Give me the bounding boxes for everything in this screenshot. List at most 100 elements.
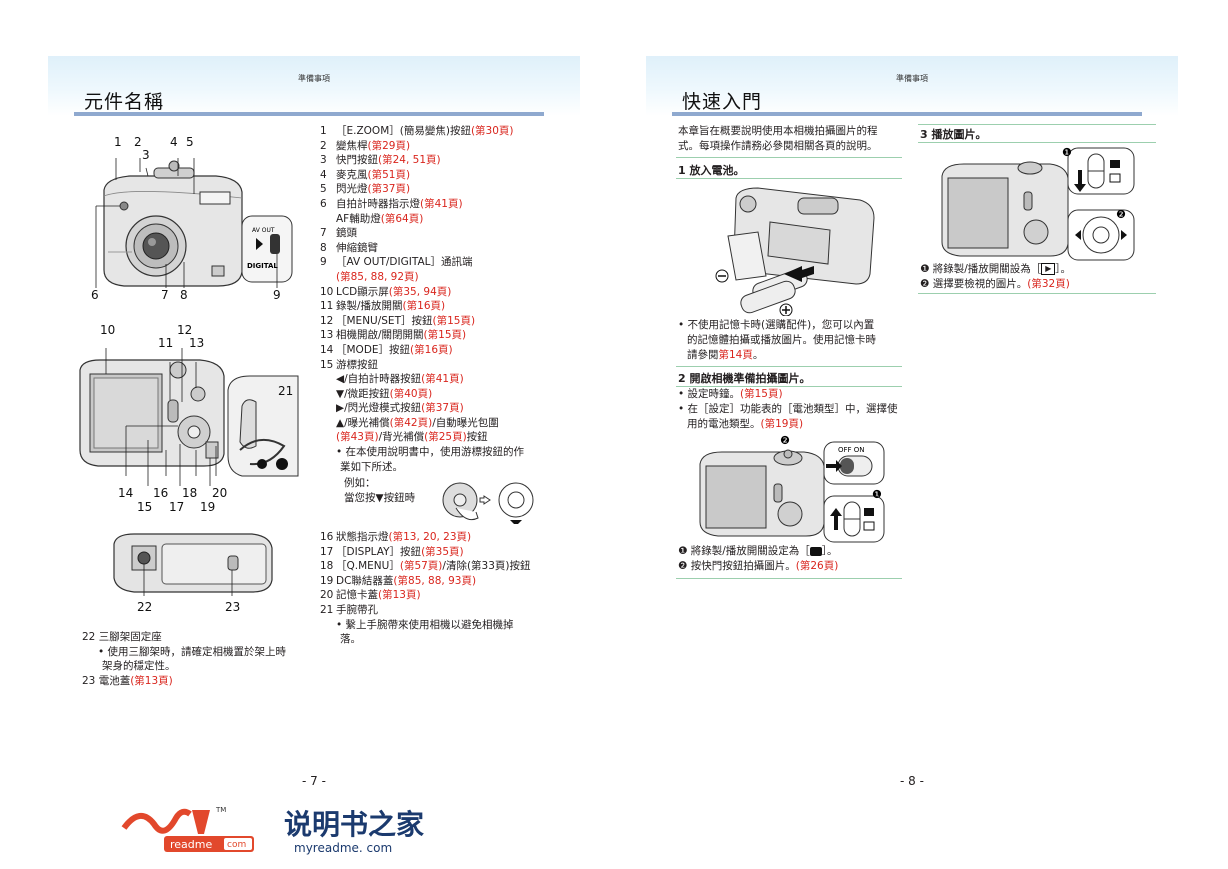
callout-17: 17 — [169, 500, 185, 514]
bottom-parts-list: 22 三腳架固定座 • 使用三腳架時，請確定相機置於架上時 架身的穩定性。 23… — [82, 630, 286, 688]
callout-22: 22 — [137, 600, 153, 614]
step-2-heading: 2 開啟相機準備拍攝圖片。 — [678, 372, 811, 385]
strap-note-2: 落。 — [340, 633, 361, 646]
callout-8: 8 — [180, 288, 188, 302]
callout-2: 2 — [134, 135, 142, 149]
part-item: 9［AV OUT/DIGITAL］通訊端 — [320, 256, 473, 269]
part-item: (第85, 88, 92頁) — [336, 270, 419, 283]
off-on-label: OFF ON — [838, 446, 865, 454]
cursor-item-cont: (第43頁)/背光補償(第25頁)按鈕 — [336, 431, 488, 444]
item-23: 23 電池蓋(第13頁) — [82, 674, 173, 687]
callout-16: 16 — [153, 486, 169, 500]
brand-chinese: 说明书之家 — [284, 808, 424, 841]
step-2-actions: ❶ 將錄製/播放開關設定為［］。 ❷ 按快門按鈕拍攝圖片。(第26頁) — [678, 545, 839, 572]
cursor-button-item: ▲/曝光補償(第42頁)/自動曝光包圍 — [336, 416, 499, 429]
part-item: 18［Q.MENU］(第57頁)/清除(第33頁)按鈕 — [320, 560, 531, 573]
title-rule — [672, 112, 1142, 116]
example-block: 例如： 當您按▼按鈕時 — [344, 476, 415, 505]
divider — [918, 142, 1156, 143]
page-header: 準備事項 快速入門 — [646, 56, 1178, 116]
cursor-note: • 在本使用說明書中，使用游標按鈕的作 — [336, 446, 525, 459]
callout-19: 19 — [200, 500, 216, 514]
trademark: TM — [215, 806, 226, 814]
part-item: 14［MODE］按鈕(第16頁) — [320, 343, 453, 356]
page-7: 準備事項 元件名稱 AV OUT DIGITAL 1 2 3 4 5 — [48, 56, 580, 816]
callout-4: 4 — [170, 135, 178, 149]
part-item: AF輔助燈(第64頁) — [336, 212, 424, 225]
camera-front-illustration: AV OUT DIGITAL — [95, 158, 293, 288]
section-label: 準備事項 — [298, 74, 330, 83]
callout-9: 9 — [273, 288, 281, 302]
callout-6: 6 — [91, 288, 99, 302]
camera-back-illustration — [79, 348, 299, 486]
callout-3: 3 — [142, 148, 150, 162]
marker-2: ❷ — [1116, 208, 1126, 221]
divider — [676, 386, 902, 387]
step-3-heading: 3 播放圖片。 — [920, 128, 987, 141]
callout-21: 21 — [278, 384, 294, 398]
step-1-note: • 不使用記憶卡時(選購配件)，您可以內置 的記憶體拍攝或播放圖片。使用記憶卡時… — [678, 319, 876, 361]
playback-illustration: ❶ ❷ — [941, 146, 1135, 261]
callout-15: 15 — [137, 500, 153, 514]
cursor-button-item: ▶/閃光燈模式按鈕(第37頁) — [336, 402, 464, 415]
item-22-note: • 使用三腳架時，請確定相機置於架上時 — [98, 645, 287, 658]
marker-2: ❷ — [780, 434, 790, 447]
divider — [918, 124, 1156, 125]
part-item: 1［E.ZOOM］(簡易變焦)按鈕(第30頁) — [320, 125, 514, 137]
strap-note: • 繫上手腕帶來使用相機以避免相機掉 — [336, 618, 514, 631]
callout-12: 12 — [177, 323, 193, 337]
section-label: 準備事項 — [896, 74, 928, 83]
part-item: 12［MENU/SET］按鈕(第15頁) — [320, 314, 476, 327]
marker-1: ❶ — [872, 488, 882, 501]
callout-18: 18 — [182, 486, 198, 500]
divider — [918, 293, 1156, 294]
play-icon: ▶ — [1041, 263, 1056, 275]
callout-5: 5 — [186, 135, 194, 149]
divider — [676, 578, 902, 579]
cursor-note-2: 業如下所述。 — [340, 460, 403, 473]
part-item: 17［DISPLAY］按鈕(第35頁) — [320, 545, 464, 558]
page-header: 準備事項 元件名稱 — [48, 56, 580, 116]
item-22-note-2: 架身的穩定性。 — [102, 660, 176, 673]
battery-insert-illustration — [715, 187, 875, 316]
step-2-notes: • 設定時鐘。(第15頁) • 在［設定］功能表的［電池類型］中，選擇使 用的電… — [678, 388, 898, 430]
callout-14: 14 — [118, 486, 134, 500]
av-out-label: AV OUT — [252, 227, 275, 234]
cursor-button-item: ▼/微距按鈕(第40頁) — [336, 387, 433, 400]
page-8: 準備事項 快速入門 本章旨在概要說明使用本相機拍攝圖片的程 式。每項操作請務必參… — [646, 56, 1178, 816]
intro-text: 本章旨在概要說明使用本相機拍攝圖片的程 式。每項操作請務必參閱相關各頁的說明。 — [678, 125, 878, 152]
item-22: 22 三腳架固定座 — [82, 631, 162, 643]
page-title: 元件名稱 — [84, 91, 165, 113]
callout-1: 1 — [114, 135, 122, 149]
step-1-heading: 1 放入電池。 — [678, 164, 745, 177]
divider — [676, 366, 902, 367]
power-on-illustration: OFF ON ❷ ❶ — [699, 434, 885, 543]
brand-text: readme — [170, 838, 212, 851]
example-label: 例如： — [344, 477, 376, 489]
brand-com: com — [227, 840, 246, 850]
cursor-example-illustration — [442, 482, 534, 524]
brand-url: myreadme. com — [294, 841, 392, 855]
camera-bottom-illustration — [113, 533, 273, 596]
callout-7: 7 — [161, 288, 169, 302]
example-text: 當您按▼按鈕時 — [344, 491, 416, 504]
title-rule — [74, 112, 544, 116]
page-title: 快速入門 — [682, 91, 763, 113]
step-3-actions: ❶ 將錄製/播放開關設為［▶］。 ❷ 選擇要檢視的圖片。(第32頁) — [920, 263, 1072, 290]
callout-23: 23 — [225, 600, 241, 614]
